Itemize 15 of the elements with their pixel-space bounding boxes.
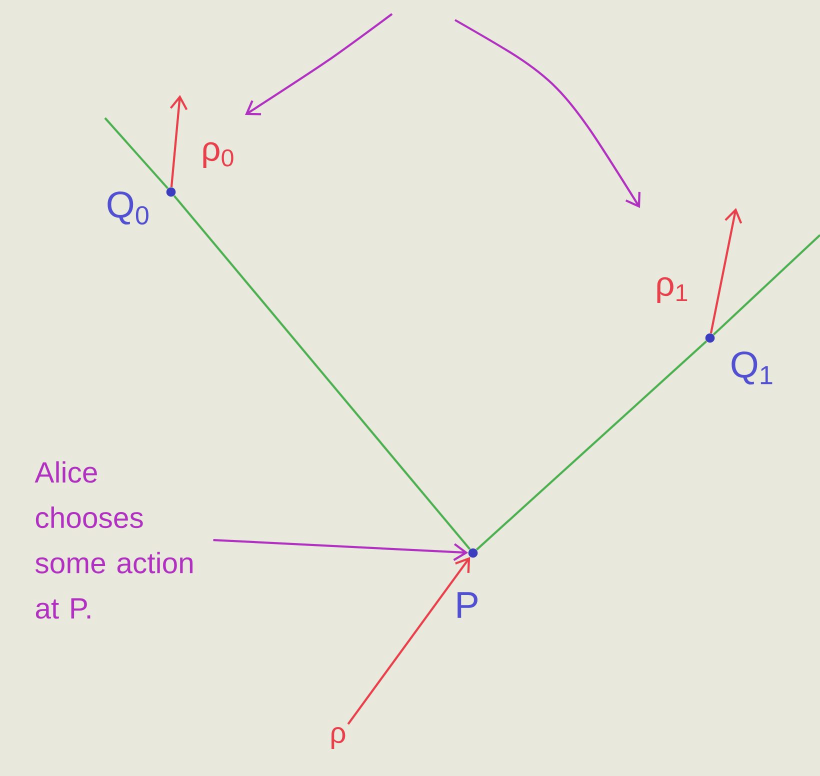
edge-label: ρ$_{0}$	[200, 140, 236, 170]
curve-line	[104, 117, 169, 190]
arrow	[170, 95, 188, 188]
annotation-text: Alice chooses some action at P.	[34, 461, 193, 619]
arrow	[710, 208, 742, 334]
point-label: Q$_{0}$	[108, 191, 148, 225]
symbol-label: ρ	[332, 727, 346, 749]
curve-line	[712, 234, 820, 336]
curve-line	[476, 340, 708, 550]
point-label: P	[458, 592, 478, 618]
arrow	[213, 538, 468, 561]
curve-line	[173, 195, 471, 550]
edge-label: ρ$_{1}$	[654, 276, 690, 304]
point-label: Q$_{1}$	[732, 351, 772, 385]
arrow	[347, 557, 470, 725]
